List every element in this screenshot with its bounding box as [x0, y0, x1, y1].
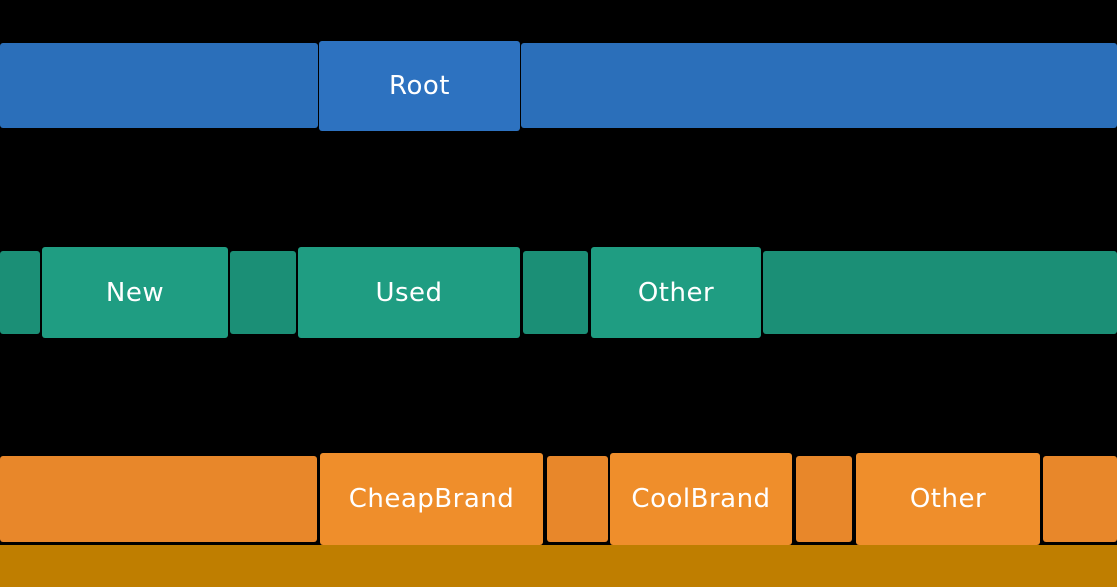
icicle-node-brand-level-blank-6[interactable]	[1043, 456, 1117, 542]
icicle-node-other-brand-level[interactable]: Other	[856, 453, 1040, 545]
icicle-node-label: New	[105, 277, 165, 308]
icicle-node-root-root-level[interactable]: Root	[319, 41, 520, 131]
icicle-node-label: Other	[909, 484, 987, 514]
icicle-node-label: CoolBrand	[631, 484, 771, 514]
icicle-node-brand-level-blank-2[interactable]	[547, 456, 608, 542]
icicle-node-brand-level-blank-4[interactable]	[796, 456, 852, 542]
icicle-node-new-condition-level[interactable]: New	[42, 247, 228, 338]
icicle-node-condition-level-blank-6[interactable]	[763, 251, 1117, 334]
icicle-node-coolbrand-brand-level[interactable]: CoolBrand	[610, 453, 792, 545]
icicle-node-brand-level-blank-0[interactable]	[0, 456, 317, 542]
icicle-node-label: Other	[637, 277, 715, 308]
icicle-node-label: Used	[375, 277, 443, 308]
icicle-node-condition-level-blank-0[interactable]	[0, 251, 40, 334]
icicle-node-label: CheapBrand	[348, 484, 515, 514]
icicle-node-condition-level-blank-2[interactable]	[230, 251, 296, 334]
icicle-node-used-condition-level[interactable]: Used	[298, 247, 520, 338]
icicle-node-root-level-blank-0[interactable]	[0, 43, 318, 128]
icicle-node-root-level-blank-2[interactable]	[521, 43, 1117, 128]
icicle-node-label: Root	[389, 71, 450, 101]
icicle-node-condition-level-blank-4[interactable]	[523, 251, 588, 334]
icicle-node-cutoff-level-blank-0[interactable]	[0, 545, 1117, 587]
icicle-node-cheapbrand-brand-level[interactable]: CheapBrand	[320, 453, 543, 545]
icicle-node-other-condition-level[interactable]: Other	[591, 247, 761, 338]
